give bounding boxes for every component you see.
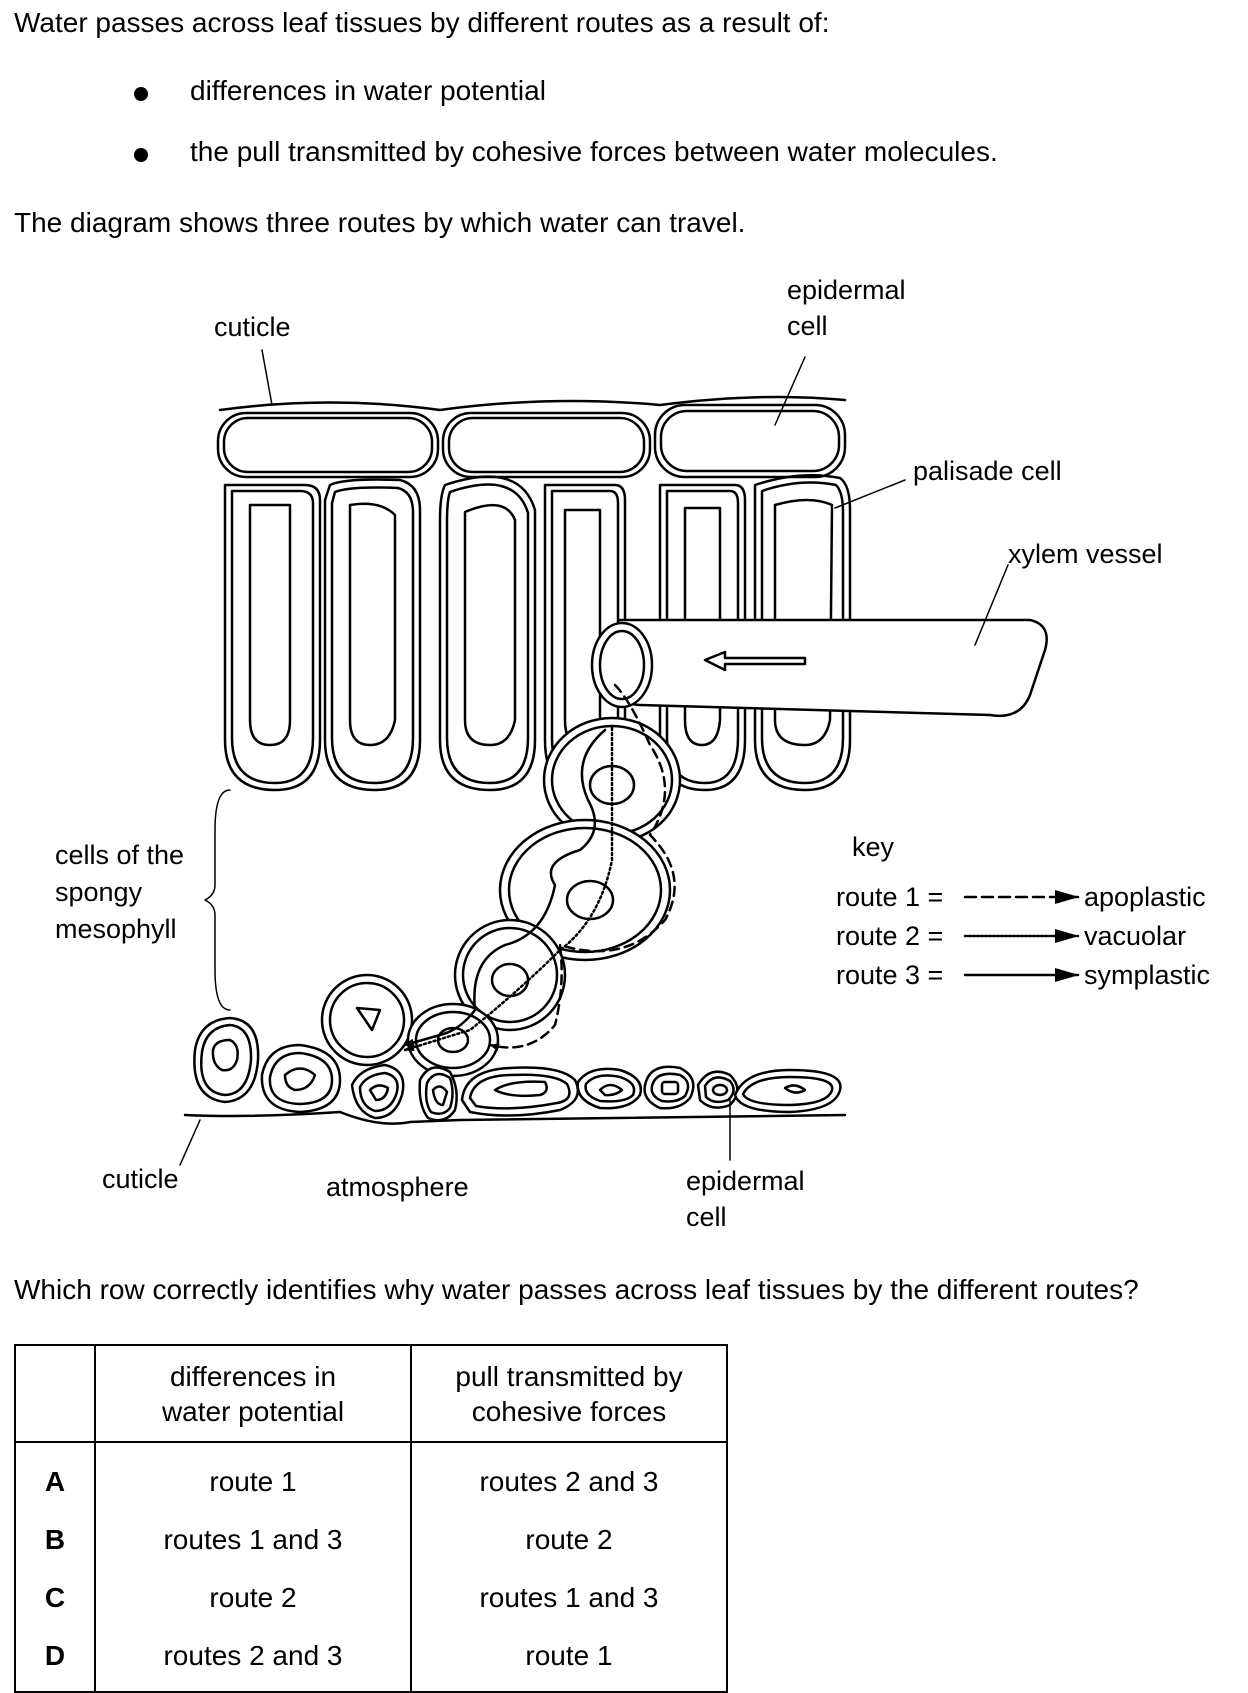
key-route-3-name: symplastic [1084, 960, 1211, 990]
label-spongy-3: mesophyll [55, 914, 177, 944]
table-cell: routes 2 and 3 [410, 1441, 728, 1511]
header-col2-line2: cohesive forces [471, 1395, 667, 1427]
option-letter[interactable]: B [14, 1511, 96, 1569]
spongy-mesophyll-cells [320, 716, 682, 1078]
bullet-item: differences in water potential [190, 75, 546, 106]
option-letter[interactable]: D [14, 1627, 96, 1693]
key-route-2-label: route 2 = [836, 921, 944, 951]
label-epidermal-bottom: epidermal [686, 1166, 805, 1196]
key-lines [963, 890, 1080, 982]
header-col1-line1: differences in [169, 1360, 337, 1392]
bullet-icon [134, 87, 148, 101]
upper-epidermal-cells [216, 403, 847, 479]
label-epidermal-top: epidermal [787, 275, 906, 305]
table-header-col1: differences in water potential [94, 1344, 412, 1443]
table-header-empty [14, 1344, 96, 1443]
table-row[interactable]: A route 1 routes 2 and 3 [14, 1441, 728, 1511]
table-cell: route 2 [410, 1511, 728, 1569]
question-text: Which row correctly identifies why water… [14, 1274, 1139, 1305]
header-col2-line1: pull transmitted by [455, 1360, 683, 1392]
route-2-vacuolar-path [403, 726, 614, 1052]
diagram-intro-text: The diagram shows three routes by which … [14, 207, 746, 238]
label-cuticle-bottom: cuticle [102, 1164, 179, 1194]
table-cell: routes 1 and 3 [94, 1511, 412, 1569]
key-route-1-name: apoplastic [1084, 882, 1206, 912]
route-1-apoplastic-path [488, 683, 676, 1052]
label-spongy-1: cells of the [55, 840, 185, 870]
table-cell: routes 2 and 3 [94, 1627, 412, 1693]
label-atmosphere: atmosphere [326, 1172, 469, 1202]
table-cell: route 2 [94, 1569, 412, 1627]
key-route-1-label: route 1 = [836, 882, 944, 912]
upper-cuticle [218, 395, 847, 412]
table-row[interactable]: C route 2 routes 1 and 3 [14, 1569, 728, 1627]
bullet-icon [134, 148, 148, 162]
table-row[interactable]: D routes 2 and 3 route 1 [14, 1627, 728, 1693]
label-epidermal-bottom-cell: cell [686, 1202, 727, 1232]
key-title: key [852, 832, 895, 862]
label-cuticle-top: cuticle [214, 312, 291, 342]
xylem-vessel [590, 618, 1048, 718]
route-3-symplastic-path [403, 728, 607, 1047]
table-header-col2: pull transmitted by cohesive forces [410, 1344, 728, 1443]
table-cell: routes 1 and 3 [410, 1569, 728, 1627]
bullet-item: the pull transmitted by cohesive forces … [190, 136, 998, 167]
route-arrows [403, 683, 676, 1052]
table-row[interactable]: B routes 1 and 3 route 2 [14, 1511, 728, 1569]
option-letter[interactable]: C [14, 1569, 96, 1627]
table-header-row: differences in water potential pull tran… [14, 1344, 728, 1443]
label-xylem-vessel: xylem vessel [1008, 539, 1163, 569]
label-spongy-2: spongy [55, 877, 143, 907]
table-cell: route 1 [94, 1441, 412, 1511]
header-col1-line2: water potential [161, 1395, 345, 1427]
label-palisade-cell: palisade cell [913, 456, 1062, 486]
key-route-2-name: vacuolar [1084, 921, 1187, 951]
key-route-3-label: route 3 = [836, 960, 944, 990]
label-leader-lines [179, 349, 1009, 1166]
answer-table: differences in water potential pull tran… [14, 1344, 728, 1693]
table-cell: route 1 [410, 1627, 728, 1693]
lower-cuticle [183, 1110, 847, 1125]
intro-text: Water passes across leaf tissues by diff… [14, 7, 830, 38]
lower-epidermal-cells [193, 1016, 842, 1122]
option-letter[interactable]: A [14, 1441, 96, 1511]
label-epidermal-top-cell: cell [787, 311, 828, 341]
leaf-cross-section-diagram [179, 349, 1080, 1166]
